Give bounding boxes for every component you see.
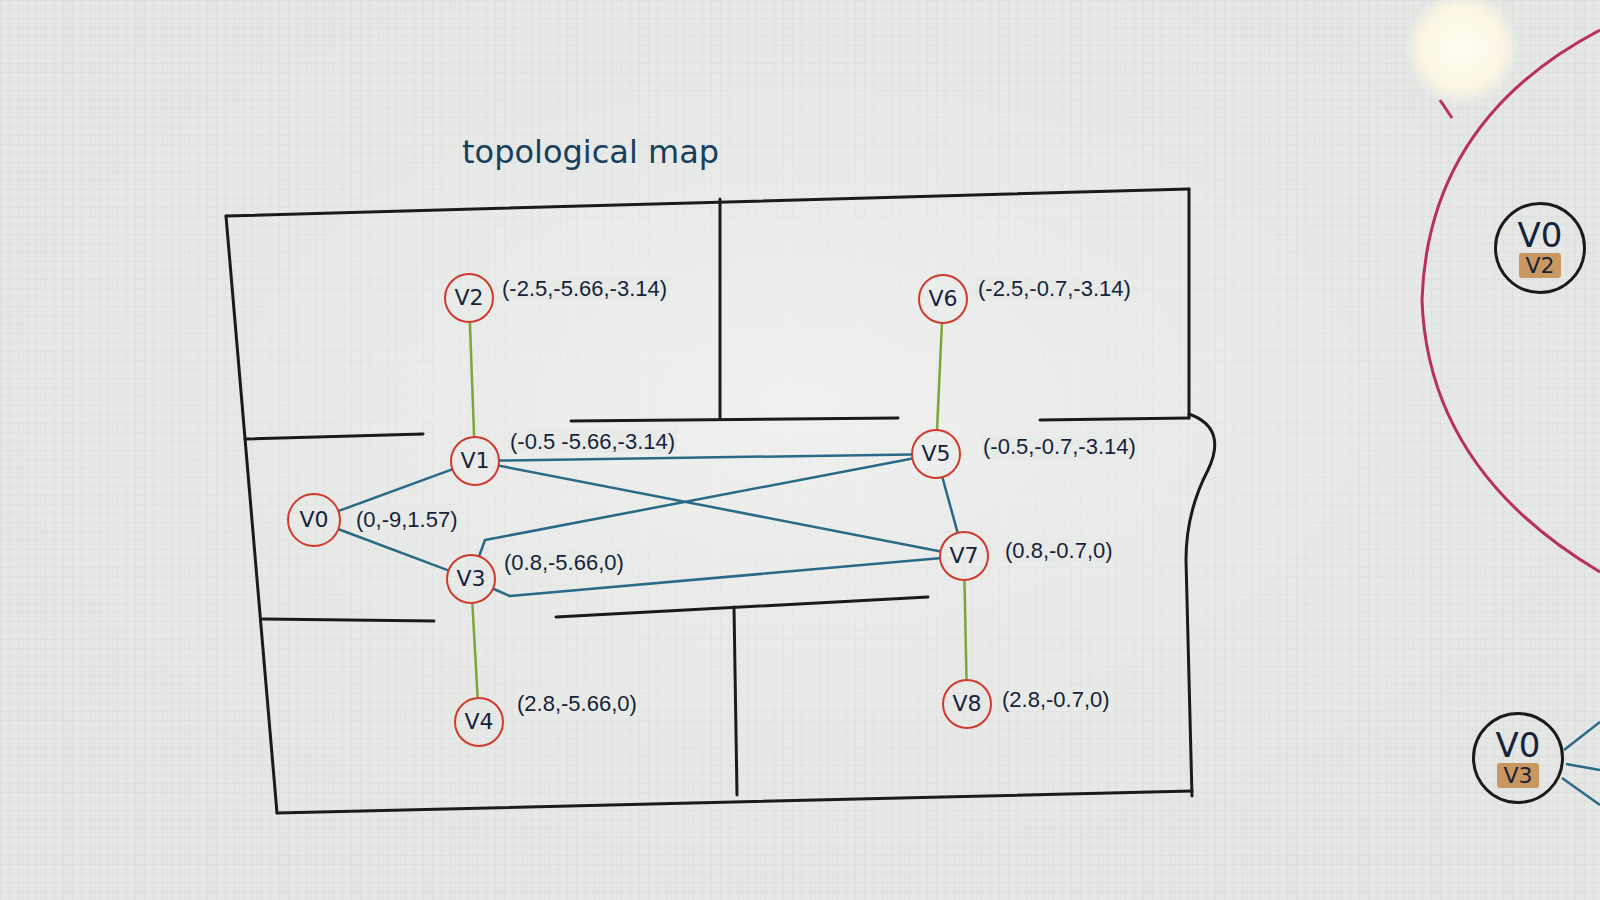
coordinate-label: (-0.5 -5.66,-3.14) bbox=[508, 430, 677, 453]
node-name: V4 bbox=[464, 710, 493, 733]
node-name: V0 bbox=[299, 508, 328, 531]
wall-line bbox=[277, 791, 1192, 813]
waypoint-circle: V0 bbox=[287, 493, 341, 547]
coordinate-label: (2.8,-5.66,0) bbox=[515, 692, 639, 715]
coordinate-label: (0,-9,1.57) bbox=[354, 508, 460, 531]
node-name: V5 bbox=[921, 442, 950, 465]
tree-boundary-arc bbox=[1422, 30, 1600, 572]
wall-line bbox=[1186, 414, 1215, 796]
wall-line bbox=[571, 418, 898, 421]
node-name: V6 bbox=[928, 287, 957, 310]
node-name: V7 bbox=[949, 544, 978, 567]
waypoint-circle: V7 bbox=[939, 531, 989, 581]
coordinate-label: (-0.5,-0.7,-3.14) bbox=[981, 435, 1138, 458]
connector-line bbox=[339, 470, 451, 511]
wall-line bbox=[556, 597, 928, 617]
waypoint-circle: V2 bbox=[444, 273, 494, 323]
node-name: V8 bbox=[952, 692, 981, 715]
connector-line bbox=[965, 581, 967, 679]
coordinate-label: (-2.5,-5.66,-3.14) bbox=[500, 277, 669, 300]
node-name: V0 bbox=[1496, 728, 1541, 764]
node-name: V3 bbox=[456, 567, 485, 590]
waypoint-circle: V6 bbox=[918, 274, 968, 324]
coordinate-label: (-2.5,-0.7,-3.14) bbox=[976, 277, 1133, 300]
node-tag: V3 bbox=[1497, 763, 1538, 788]
waypoint-circle: V1 bbox=[450, 436, 500, 486]
node-name: V0 bbox=[1518, 218, 1563, 254]
connector-line bbox=[943, 478, 958, 532]
wall-line bbox=[719, 199, 722, 418]
connector-line bbox=[470, 323, 474, 436]
wall-line bbox=[734, 607, 737, 795]
waypoint-circle: V4 bbox=[454, 697, 504, 747]
node-name: V1 bbox=[460, 449, 489, 472]
wall-line bbox=[226, 216, 277, 813]
wall-line bbox=[226, 189, 1189, 216]
wall-line bbox=[1040, 418, 1189, 420]
tree-branch bbox=[1562, 722, 1600, 805]
node-name: V2 bbox=[454, 286, 483, 309]
waypoint-circle: V3 bbox=[446, 554, 496, 604]
wall-line bbox=[263, 619, 434, 621]
connector-line bbox=[500, 466, 940, 551]
waypoint-circle: V5 bbox=[911, 429, 961, 479]
connector-line bbox=[937, 324, 942, 429]
connector-line bbox=[479, 459, 911, 556]
connector-line bbox=[500, 454, 911, 460]
connector-line bbox=[339, 530, 447, 571]
waypoint-circle: V8 bbox=[942, 679, 992, 729]
tree-node-circle: V0V2 bbox=[1494, 202, 1586, 294]
light-glare bbox=[1404, 0, 1520, 106]
wall-line bbox=[1188, 189, 1191, 418]
wall-line bbox=[245, 434, 423, 439]
coordinate-label: (0.8,-5.66,0) bbox=[502, 551, 626, 574]
connector-line bbox=[472, 604, 477, 697]
coordinate-label: (2.8,-0.7,0) bbox=[1000, 688, 1112, 711]
map-title: topological map bbox=[462, 133, 719, 171]
coordinate-label: (0.8,-0.7,0) bbox=[1003, 539, 1115, 562]
node-tag: V2 bbox=[1519, 253, 1560, 278]
tree-node-circle: V0V3 bbox=[1472, 712, 1564, 804]
